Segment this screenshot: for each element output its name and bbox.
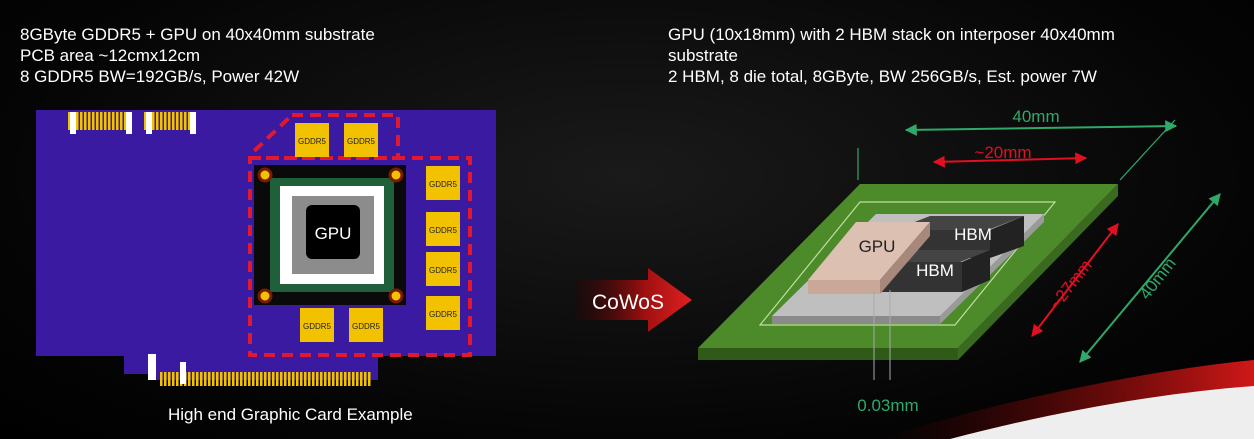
svg-text:GDDR5: GDDR5: [429, 266, 458, 275]
gddr5-chip: GDDR5: [426, 212, 460, 246]
edge-connector: [160, 372, 372, 386]
dim-27-label: ~27mm: [1046, 256, 1096, 313]
package-gpu-label: GPU: [859, 237, 896, 256]
cowos-label: CoWoS: [592, 291, 664, 314]
top-connector-right: [144, 112, 196, 130]
gddr5-chip: GDDR5: [349, 308, 383, 342]
graphics-card: GPU GDDR5 GDDR5 GDDR5 GDDR5 GDDR5 GDDR5 …: [36, 110, 496, 386]
cowos-arrow: CoWoS: [575, 268, 692, 332]
cowos-package: HBM HBM GPU 40mm ~20mm ~27mm 40mm 0.03mm: [698, 107, 1221, 415]
gddr5-chip: GDDR5: [426, 296, 460, 330]
dim-gap-label: 0.03mm: [857, 396, 918, 415]
gddr5-chip: GDDR5: [426, 166, 460, 200]
gpu-die: [306, 205, 360, 259]
hbm-bottom-label: HBM: [916, 261, 954, 280]
top-connector-left: [68, 112, 132, 130]
dim-40-top-label: 40mm: [1012, 107, 1059, 126]
svg-text:GDDR5: GDDR5: [429, 180, 458, 189]
svg-text:GDDR5: GDDR5: [298, 137, 327, 146]
dim-40-right-label: 40mm: [1136, 254, 1180, 303]
svg-text:GDDR5: GDDR5: [429, 310, 458, 319]
package-gpu-die: [808, 280, 880, 294]
package-desc-line-1: GPU (10x18mm) with 2 HBM stack on interp…: [668, 25, 1115, 44]
svg-text:GDDR5: GDDR5: [429, 226, 458, 235]
card-gpu-label: GPU: [315, 224, 352, 243]
card-desc-line-3: 8 GDDR5 BW=192GB/s, Power 42W: [20, 67, 300, 86]
package-description: GPU (10x18mm) with 2 HBM stack on interp…: [668, 24, 1115, 87]
decorative-swoosh-white: [950, 386, 1254, 439]
card-caption: High end Graphic Card Example: [168, 405, 413, 424]
card-desc-line-2: PCB area ~12cmx12cm: [20, 46, 200, 65]
svg-text:GDDR5: GDDR5: [303, 322, 332, 331]
card-desc-line-1: 8GByte GDDR5 + GPU on 40x40mm substrate: [20, 25, 375, 44]
gddr5-chip: GDDR5: [344, 123, 378, 157]
dim-line-40-top: [904, 120, 1178, 136]
dashed-region-main: [248, 156, 472, 357]
hbm-top-label: HBM: [954, 225, 992, 244]
dim-line-20: [932, 152, 1088, 168]
gddr5-chip: GDDR5: [295, 123, 329, 157]
gddr5-chip: GDDR5: [426, 252, 460, 286]
svg-text:GDDR5: GDDR5: [347, 137, 376, 146]
card-description: 8GByte GDDR5 + GPU on 40x40mm substrate …: [20, 24, 375, 87]
dim-20-label: ~20mm: [974, 143, 1031, 162]
gddr5-chip: GDDR5: [300, 308, 334, 342]
dim-line-40-right: [1079, 193, 1221, 363]
package-desc-line-2: substrate: [668, 46, 738, 65]
svg-text:GDDR5: GDDR5: [352, 322, 381, 331]
package-desc-line-3: 2 HBM, 8 die total, 8GByte, BW 256GB/s, …: [668, 67, 1097, 86]
